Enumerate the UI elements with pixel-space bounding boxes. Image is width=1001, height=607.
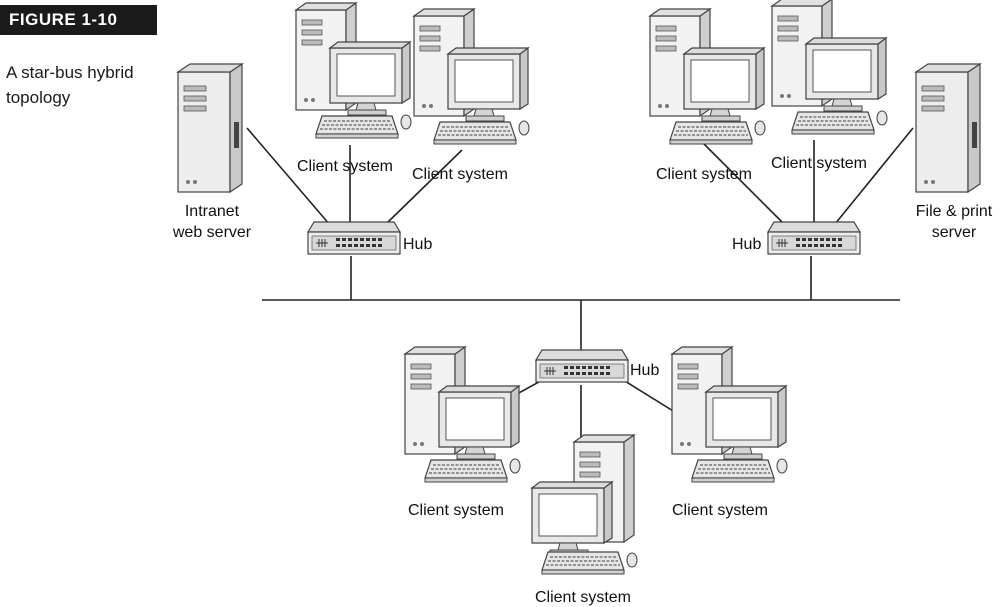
client-top-right-1: Client system	[650, 9, 765, 183]
client-top-left-1: Client system	[296, 3, 411, 175]
cable-bottom-client-right	[619, 377, 679, 415]
intranet-server-node: Intranet web server	[172, 63, 252, 241]
client-label: Client system	[771, 155, 867, 172]
client-label: Client system	[656, 166, 752, 183]
client-label: Client system	[297, 158, 393, 175]
network-hub-icon	[535, 349, 629, 383]
desktop-computer-icon	[296, 3, 411, 138]
hub-center-node: Hub	[535, 349, 659, 383]
tower-server-icon	[177, 63, 243, 193]
hub-left-node: Hub	[307, 221, 432, 255]
network-hub-icon	[307, 221, 401, 255]
desktop-computer-icon	[672, 347, 787, 482]
desktop-computer-icon	[650, 9, 765, 144]
client-label: Client system	[412, 166, 508, 183]
hub-center-label: Hub	[630, 362, 659, 379]
cables	[246, 127, 914, 440]
client-top-right-2: Client system	[771, 0, 887, 172]
figure-caption: A star-bus hybrid topology	[6, 63, 134, 107]
cable-right-server	[834, 127, 914, 225]
desktop-computer-icon	[405, 347, 520, 482]
network-hub-icon	[767, 221, 861, 255]
figure-label: FIGURE 1-10	[0, 5, 157, 35]
client-label: Client system	[535, 589, 631, 606]
file-print-server-node: File & print server	[915, 63, 993, 241]
desktop-computer-icon	[414, 9, 529, 144]
client-label: Client system	[672, 502, 768, 519]
intranet-server-label-line1: Intranet	[185, 203, 240, 220]
file-print-server-label-line2: server	[932, 224, 977, 241]
tower-server-icon	[915, 63, 981, 193]
desktop-computer-icon	[772, 0, 887, 134]
cable-right-client1	[699, 139, 783, 223]
hub-left-label: Hub	[403, 236, 432, 253]
cable-left-server	[246, 127, 331, 226]
client-label: Client system	[408, 502, 504, 519]
intranet-server-label-line2: web server	[172, 224, 252, 241]
cable-left-client2	[387, 149, 463, 223]
desktop-computer-icon	[531, 434, 638, 575]
client-top-left-2: Client system	[412, 9, 529, 183]
client-bottom-center: Client system	[531, 434, 638, 606]
client-bottom-right: Client system	[672, 347, 787, 519]
hub-right-label: Hub	[732, 236, 761, 253]
client-bottom-left: Client system	[405, 347, 520, 519]
hub-right-node: Hub	[732, 221, 861, 255]
file-print-server-label-line1: File & print	[916, 203, 993, 220]
